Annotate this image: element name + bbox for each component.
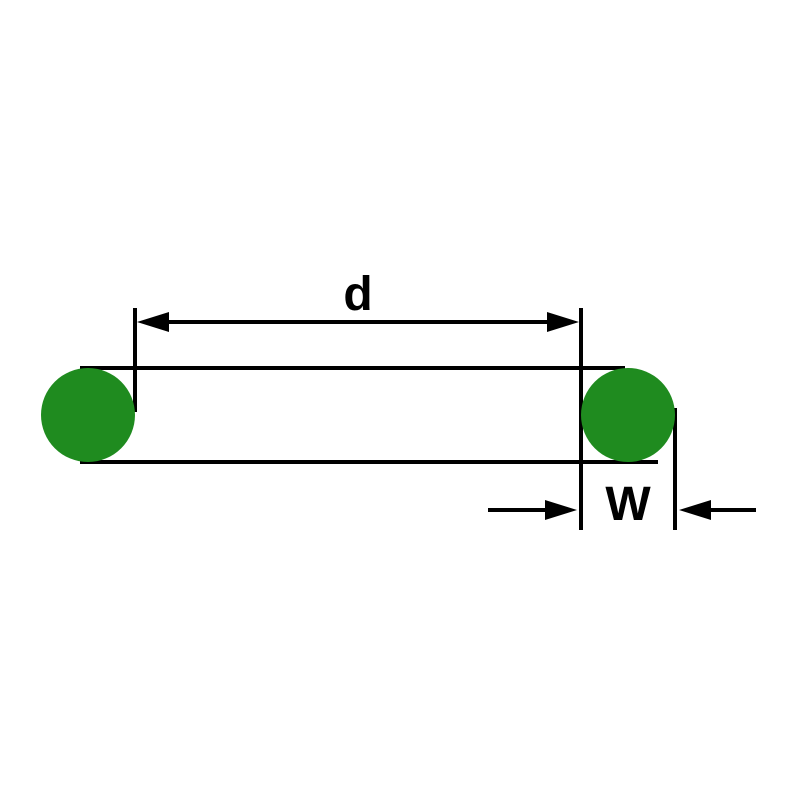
o-ring-left-cross-section [41, 368, 135, 462]
w-arrowhead-right [679, 500, 711, 520]
d-arrowhead-right [547, 312, 579, 332]
o-ring-body-group [41, 366, 675, 464]
w-arrowhead-left [545, 500, 577, 520]
w-dimension-group: W [488, 408, 756, 531]
d-dimension-group: d [133, 268, 583, 530]
d-arrowhead-left [137, 312, 169, 332]
w-label: W [605, 478, 651, 531]
o-ring-right-cross-section [581, 368, 675, 462]
d-label: d [343, 268, 372, 321]
